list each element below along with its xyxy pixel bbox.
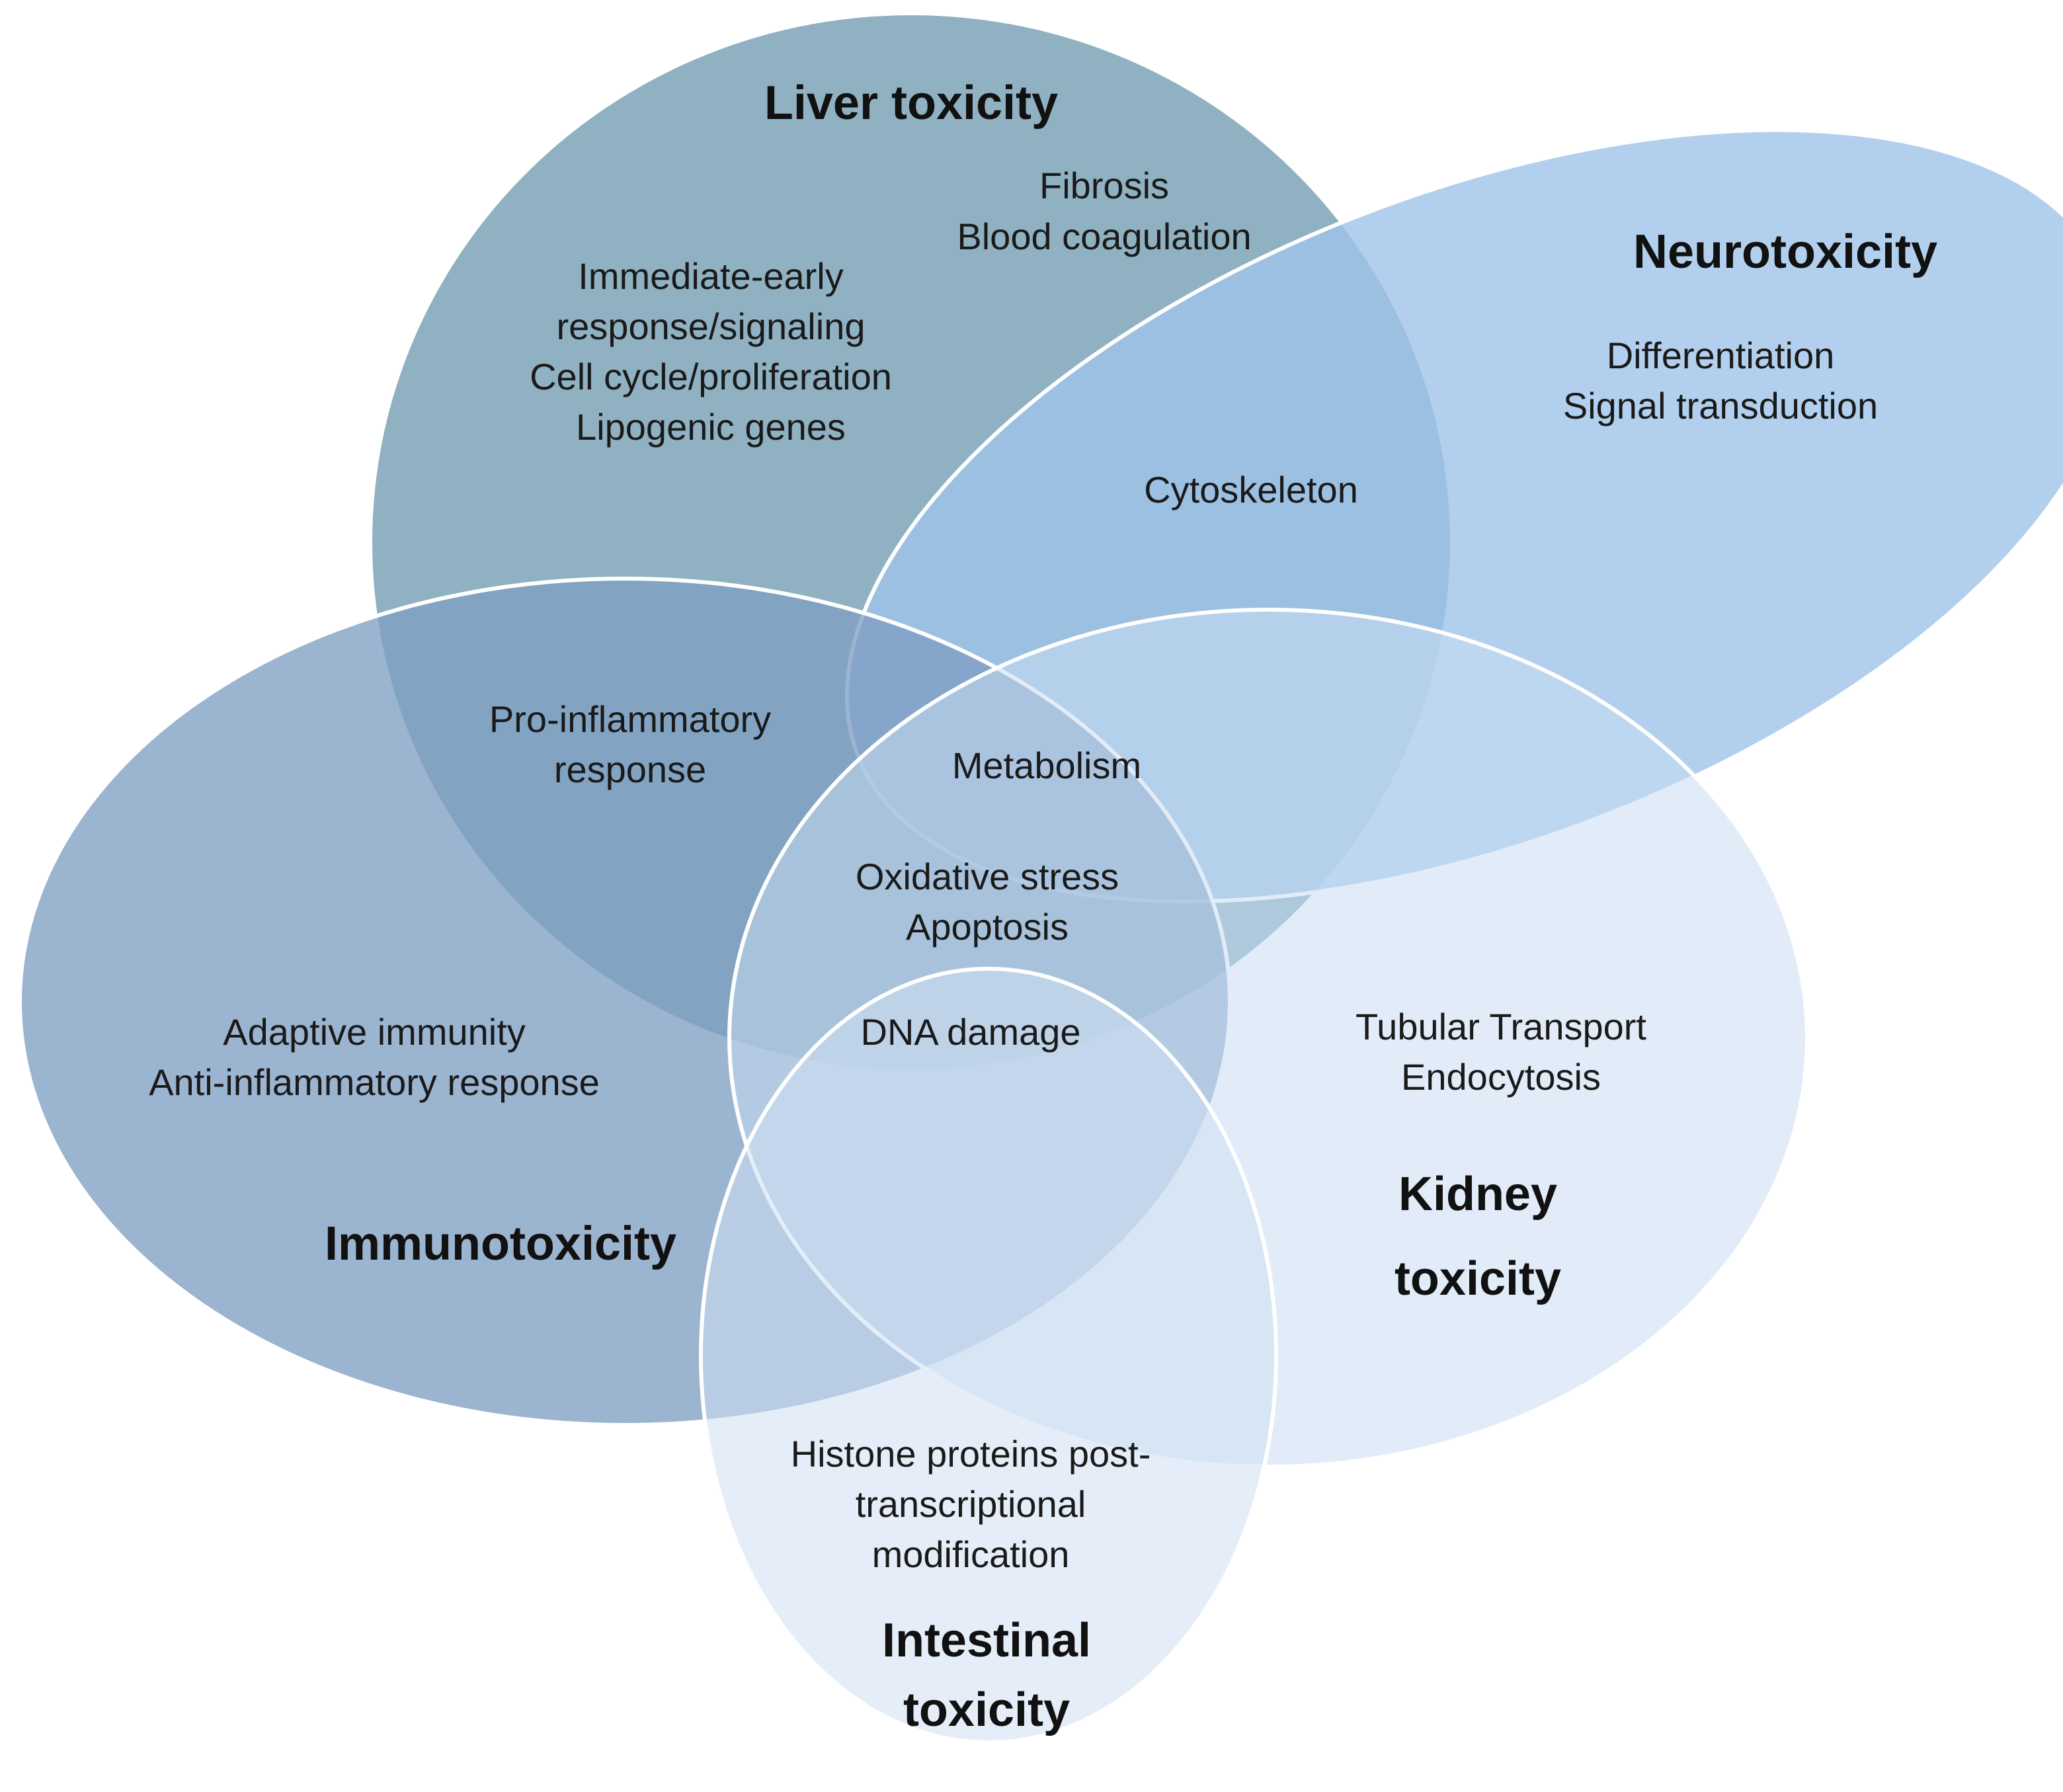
- kidney-title-line1: Kidney: [1398, 1168, 1557, 1221]
- term-histone-proteins: Histone proteins post-: [791, 1433, 1151, 1475]
- term-metabolism: Metabolism: [952, 745, 1141, 786]
- liver-title: Liver toxicity: [764, 77, 1058, 130]
- term-response-signaling: response/signaling: [557, 305, 866, 347]
- term-cytoskeleton: Cytoskeleton: [1144, 469, 1358, 510]
- term-cell-cycle: Cell cycle/proliferation: [530, 356, 892, 397]
- immuno-title: Immunotoxicity: [325, 1217, 676, 1270]
- neuro-title: Neurotoxicity: [1633, 225, 1937, 278]
- term-tubular-transport: Tubular Transport: [1355, 1006, 1646, 1047]
- term-signal-transduction: Signal transduction: [1563, 385, 1878, 427]
- term-anti-inflammatory: Anti-inflammatory response: [149, 1061, 600, 1103]
- term-differentiation: Differentiation: [1607, 335, 1835, 376]
- term-apoptosis: Apoptosis: [906, 906, 1069, 948]
- term-fibrosis: Fibrosis: [1039, 165, 1169, 206]
- term-adaptive-immunity: Adaptive immunity: [223, 1011, 526, 1053]
- term-oxidative-stress: Oxidative stress: [856, 856, 1119, 897]
- term-transcriptional: transcriptional: [856, 1483, 1086, 1525]
- term-modification: modification: [872, 1533, 1070, 1575]
- term-response: response: [554, 749, 706, 790]
- intestinal-title-line1: Intestinal: [882, 1614, 1091, 1667]
- term-lipogenic-genes: Lipogenic genes: [576, 406, 846, 448]
- term-endocytosis: Endocytosis: [1401, 1056, 1601, 1098]
- term-pro-inflammatory: Pro-inflammatory: [489, 698, 771, 740]
- intestinal-title-line2: toxicity: [903, 1684, 1070, 1736]
- intestinal-ellipse: [699, 967, 1278, 1744]
- kidney-title-line2: toxicity: [1395, 1252, 1561, 1305]
- term-blood-coagulation: Blood coagulation: [957, 216, 1251, 257]
- term-immediate-early: Immediate-early: [578, 255, 843, 297]
- term-dna-damage: DNA damage: [860, 1011, 1080, 1053]
